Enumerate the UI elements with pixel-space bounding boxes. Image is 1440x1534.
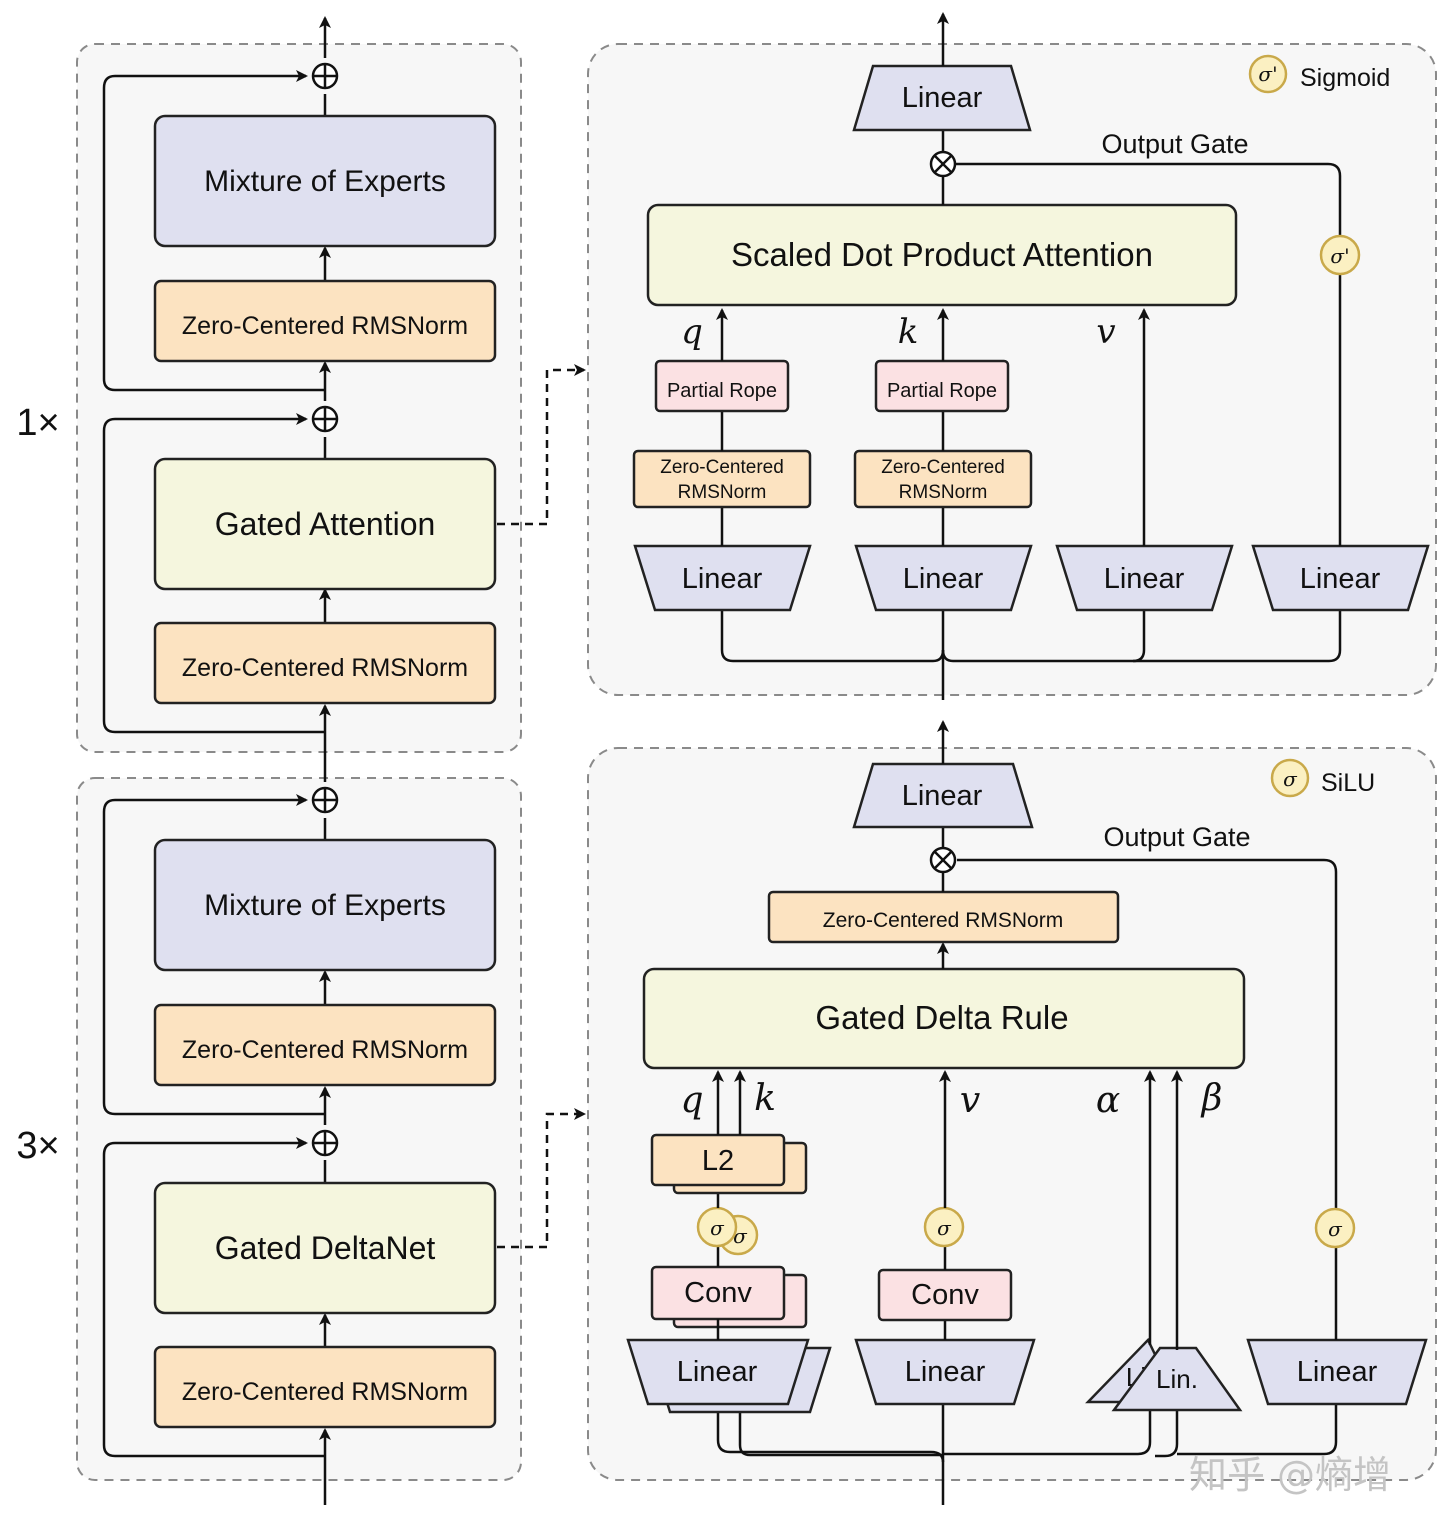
output-rmsnorm-label: Zero-Centered RMSNorm: [823, 909, 1063, 932]
rmsnorm-label: Zero-Centered RMSNorm: [182, 1378, 468, 1406]
v-linear-label: Linear: [905, 1356, 986, 1388]
gate-linear: [1246, 1338, 1428, 1406]
k-rmsnorm-line2: RMSNorm: [899, 482, 988, 503]
alpha-symbol: α: [1096, 1080, 1120, 1121]
beta-linear: [1111, 1346, 1243, 1412]
v-linear: [854, 1338, 1036, 1406]
output-linear-label: Linear: [902, 780, 983, 812]
sigmoid-legend-icon: [1248, 54, 1288, 94]
gated-deltanet-block[interactable]: [153, 1181, 497, 1315]
k-symbol: k: [754, 1078, 776, 1119]
rmsnorm-label: Zero-Centered RMSNorm: [182, 1036, 468, 1064]
sdpa-label: Scaled Dot Product Attention: [731, 236, 1153, 273]
k-symbol: k: [898, 312, 919, 352]
q-symbol: q: [681, 312, 703, 352]
sigmoid-legend-label: Sigmoid: [1300, 64, 1390, 92]
gate-sigmoid-icon: [1319, 234, 1361, 276]
moe-block: [153, 838, 497, 972]
watermark-text: 知乎 @熵增: [1189, 1453, 1391, 1497]
silu-legend-icon: [1270, 758, 1310, 798]
qk-linear-label: Linear: [677, 1356, 758, 1388]
repeat-1x-label: 1×: [16, 402, 59, 444]
multiply-icon: [929, 846, 957, 874]
gated-attention-label: Gated Attention: [215, 506, 436, 542]
moe-block: [153, 114, 497, 248]
v-symbol: v: [1096, 312, 1115, 352]
v-silu-symbol: σ: [937, 1216, 952, 1240]
q-linear-label: Linear: [682, 563, 763, 595]
residual-add-icon: [311, 62, 339, 90]
gate-silu-symbol: σ: [1328, 1217, 1343, 1241]
k-linear: [854, 544, 1033, 612]
beta-linear-label: Lin.: [1156, 1364, 1198, 1394]
gate-sigmoid-symbol: σ': [1330, 244, 1349, 268]
expand-deltanet-connector: [497, 1108, 586, 1249]
sigmoid-legend-symbol: σ': [1258, 62, 1277, 86]
beta-symbol: β: [1200, 1078, 1223, 1119]
q-linear: [633, 544, 812, 612]
gate-linear: [1251, 544, 1430, 612]
q-rmsnorm-line1: Zero-Centered: [660, 457, 784, 478]
v-conv-label: Conv: [911, 1279, 979, 1311]
k-rmsnorm-line1: Zero-Centered: [881, 457, 1005, 478]
v-linear: [1055, 544, 1234, 612]
rmsnorm-block: [153, 621, 497, 705]
rmsnorm-label: Zero-Centered RMSNorm: [182, 654, 468, 682]
output-gate-label: Output Gate: [1103, 822, 1250, 852]
residual-add-icon: [311, 786, 339, 814]
gated-attention-block[interactable]: [153, 457, 497, 591]
gate-silu-icon: [1314, 1207, 1356, 1249]
qk-conv-label: Conv: [684, 1277, 752, 1309]
q-symbol: q: [680, 1080, 703, 1121]
multiply-icon: [929, 150, 957, 178]
moe-label: Mixture of Experts: [204, 165, 446, 198]
repeat-3x-label: 3×: [16, 1125, 59, 1167]
gate-linear-label: Linear: [1300, 563, 1381, 595]
left-stack: 1× 3× Mixt: [16, 16, 586, 1505]
residual-add-icon: [311, 405, 339, 433]
q-rmsnorm-line2: RMSNorm: [678, 482, 767, 503]
k-linear-label: Linear: [903, 563, 984, 595]
moe-label: Mixture of Experts: [204, 889, 446, 922]
output-linear: [852, 64, 1032, 132]
qk-l2-label: L2: [702, 1145, 734, 1177]
gated-delta-rule-label: Gated Delta Rule: [815, 999, 1068, 1036]
expand-attention-connector: [497, 364, 586, 526]
deltanet-detail-panel: σ SiLU Linear Linear Li Lin. Linear Conv: [587, 720, 1437, 1505]
residual-add-icon: [311, 1129, 339, 1157]
silu-legend-label: SiLU: [1321, 769, 1375, 797]
output-linear-label: Linear: [902, 82, 983, 114]
v-linear-label: Linear: [1104, 563, 1185, 595]
v-symbol: v: [960, 1080, 980, 1121]
silu-legend-symbol: σ: [1283, 767, 1298, 791]
output-linear: [852, 762, 1034, 829]
rmsnorm-block: [153, 279, 497, 363]
output-gate-label: Output Gate: [1101, 129, 1248, 159]
attention-detail-panel: σ' Sigmoid Linear Linear Linear Linear Z…: [587, 12, 1437, 700]
rmsnorm-block: [153, 1003, 497, 1087]
rmsnorm-label: Zero-Centered RMSNorm: [182, 312, 468, 340]
q-silu-symbol: σ: [710, 1216, 725, 1240]
k-partial-rope-label: Partial Rope: [887, 380, 997, 402]
gated-deltanet-label: Gated DeltaNet: [215, 1230, 436, 1266]
qk-linear: [626, 1338, 810, 1406]
gate-linear-label: Linear: [1297, 1356, 1378, 1388]
rmsnorm-block: [153, 1345, 497, 1429]
q-partial-rope-label: Partial Rope: [667, 380, 777, 402]
